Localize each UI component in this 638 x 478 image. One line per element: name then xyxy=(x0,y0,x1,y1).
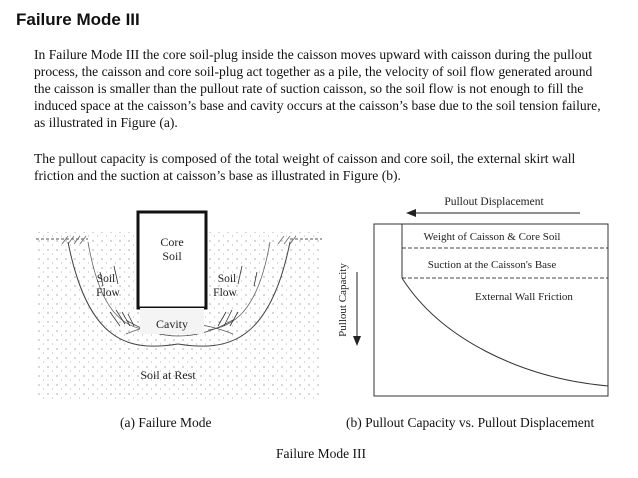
friction-band-label: External Wall Friction xyxy=(475,291,573,303)
capacity-arrowhead xyxy=(353,336,361,346)
cavity-region xyxy=(140,308,204,334)
ground-hatching xyxy=(61,235,297,245)
paragraph-pullout-capacity: The pullout capacity is composed of the … xyxy=(34,151,576,183)
figure-b-caption: (b) Pullout Capacity vs. Pullout Displac… xyxy=(346,415,595,430)
failure-surface-left-outer xyxy=(87,241,149,331)
core-soil-label-line2: Soil xyxy=(162,249,182,263)
soil-at-rest-label: Soil at Rest xyxy=(140,368,196,382)
pullout-capacity-figure: Pullout Displacement Pullout Capacity We… xyxy=(337,196,609,397)
figure-a-caption: (a) Failure Mode xyxy=(120,415,212,430)
cavity-label: Cavity xyxy=(156,317,188,331)
soil-flow-right-line1: Soil xyxy=(218,273,237,285)
core-soil-label-line1: Core xyxy=(160,235,183,249)
failure-mode-figure: Core Soil Soil Flow Soil Flow Cavity Soi… xyxy=(36,210,322,400)
soil-flow-right-line2: Flow xyxy=(213,287,237,299)
suction-band-label: Suction at the Caisson's Base xyxy=(428,259,557,271)
pullout-capacity-label: Pullout Capacity xyxy=(337,263,349,337)
paragraph-failure-description: In Failure Mode III the core soil-plug i… xyxy=(34,47,601,130)
failure-surface-left xyxy=(67,241,179,347)
soil-flow-left-line2: Flow xyxy=(96,287,120,299)
friction-curve xyxy=(401,277,609,387)
plot-frame xyxy=(373,223,609,397)
weight-band-label: Weight of Caisson & Core Soil xyxy=(424,231,561,243)
figure-caption: Failure Mode III xyxy=(276,446,366,461)
flow-arrows xyxy=(99,265,258,327)
soil-flow-left-line1: Soil xyxy=(97,273,116,285)
pullout-displacement-label: Pullout Displacement xyxy=(444,196,544,208)
failure-surface-right xyxy=(177,241,291,347)
displacement-arrowhead xyxy=(406,209,416,217)
slide-title: Failure Mode III xyxy=(16,10,140,29)
